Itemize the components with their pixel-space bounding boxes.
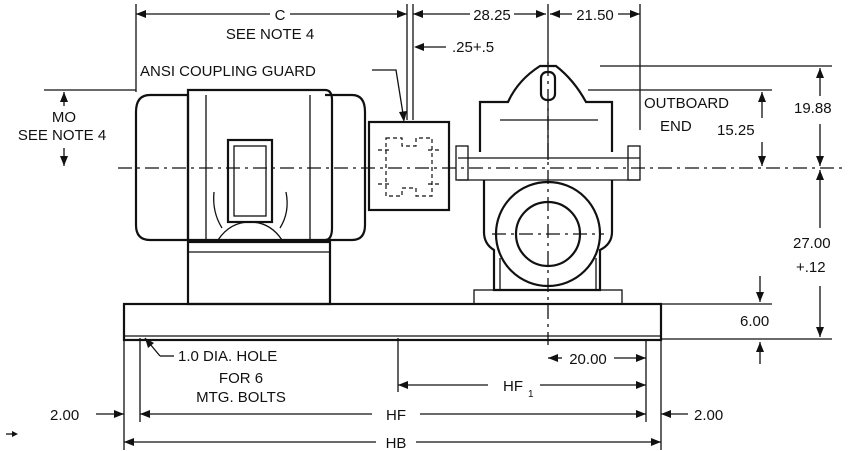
dimension-6-00: 6.00 — [661, 276, 772, 364]
c-label: C — [275, 7, 286, 24]
stray-arrow-mark — [6, 431, 18, 437]
end-label: END — [660, 118, 692, 135]
center-lines — [118, 62, 845, 345]
mounting-hole-callout: 1.0 DIA. HOLE FOR 6 MTG. BOLTS — [144, 337, 286, 406]
dimension-hf1: HF 1 — [397, 338, 647, 422]
dimension-2-00-left: 2.00 — [50, 407, 124, 424]
see-note-4-top-label: SEE NOTE 4 — [226, 26, 314, 43]
dim-6-00-label: 6.00 — [740, 313, 769, 330]
dim-19-88-label: 19.88 — [794, 100, 832, 117]
dimension-25-5: .25+.5 — [414, 39, 494, 56]
dimension-20-00: 20.00 — [548, 340, 647, 372]
dimension-28-25: 28.25 — [412, 4, 546, 120]
dim-25-5-label: .25+.5 — [452, 39, 494, 56]
hole-line1-label: 1.0 DIA. HOLE — [178, 348, 277, 365]
dimension-19-88: 19.88 — [600, 65, 832, 166]
dim-2-00-left-label: 2.00 — [50, 407, 79, 424]
dimension-2-00-right: 2.00 — [661, 407, 723, 424]
hole-line2-label: FOR 6 — [219, 370, 263, 387]
dimension-hf: HF — [139, 338, 646, 424]
hb-label: HB — [386, 435, 407, 451]
dimension-c: C SEE NOTE 4 — [135, 4, 408, 120]
dim-28-25-label: 28.25 — [473, 7, 511, 24]
coupling-guard-label: ANSI COUPLING GUARD — [140, 63, 316, 80]
mo-label: MO — [52, 109, 76, 126]
dimension-hb: HB — [123, 340, 662, 451]
coupling-guard-callout: ANSI COUPLING GUARD — [140, 63, 407, 122]
dimension-27-00: 27.00 +.12 — [661, 170, 832, 340]
coupling-guard — [367, 120, 451, 212]
dim-21-50-label: 21.50 — [576, 7, 614, 24]
dim-20-00-label: 20.00 — [569, 351, 607, 368]
hf1-label: HF — [503, 378, 523, 395]
dim-27-00-label: 27.00 — [793, 235, 831, 252]
dimension-mo: MO SEE NOTE 4 — [18, 89, 136, 166]
baseplate — [122, 302, 663, 342]
outboard-label: OUTBOARD — [644, 95, 729, 112]
hf-label: HF — [386, 407, 406, 424]
outboard-end-callout: OUTBOARD END — [644, 95, 729, 135]
dim-2-00-right-label: 2.00 — [694, 407, 723, 424]
see-note-4-left-label: SEE NOTE 4 — [18, 127, 106, 144]
motor — [134, 88, 367, 242]
hole-line3-label: MTG. BOLTS — [196, 389, 286, 406]
hf1-subscript: 1 — [528, 389, 534, 400]
dim-15-25-label: 15.25 — [717, 122, 755, 139]
dimension-21-50: 21.50 — [547, 4, 641, 130]
dim-12-label: +.12 — [796, 259, 826, 276]
motor-pedestal — [186, 240, 332, 306]
dimension-15-25: 15.25 — [588, 89, 772, 166]
